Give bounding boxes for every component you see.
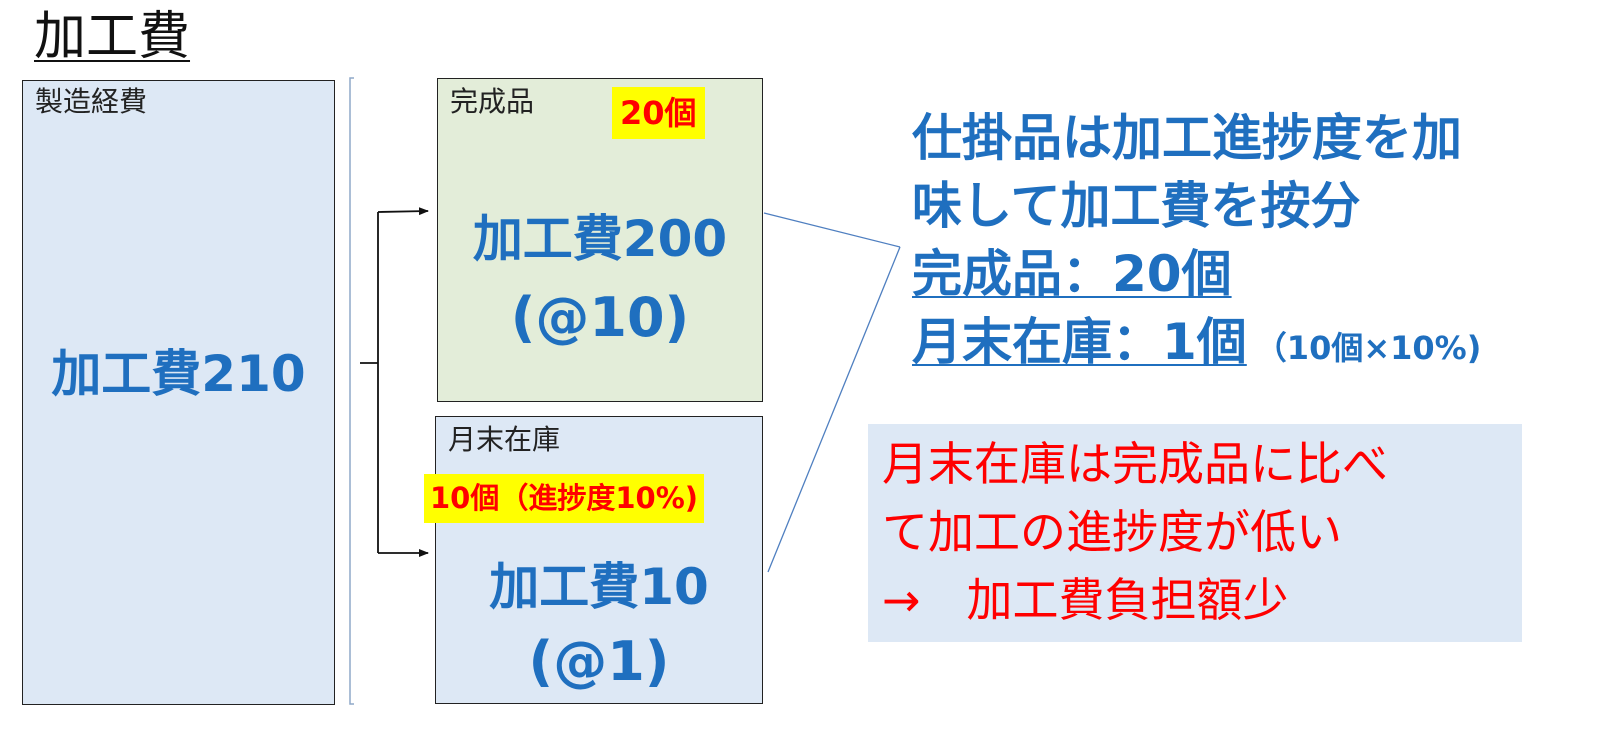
wip-unit-cost: (@1)	[528, 630, 670, 693]
source-box: 製造経費 加工費210	[22, 80, 335, 705]
finished-count-badge: 20個	[612, 87, 705, 139]
source-value: 加工費210	[51, 345, 306, 403]
source-label: 製造経費	[35, 85, 148, 118]
callout-line-4: 月末在庫：1個	[912, 313, 1247, 371]
finished-label: 完成品	[450, 85, 535, 118]
callout-pointer-top	[763, 212, 901, 248]
note-line-1: 月末在庫は完成品に比べ	[882, 437, 1388, 491]
callout-finished-count: 完成品：20個	[912, 244, 1232, 304]
note-box: 月末在庫は完成品に比べ て加工の進捗度が低い → 加工費負担額少	[868, 424, 1522, 642]
wip-count-badge: 10個（進捗度10%)	[424, 474, 705, 523]
finished-unit-cost: (@10)	[510, 286, 690, 349]
callout-line-3: 完成品：20個	[912, 245, 1232, 303]
note-line-3: → 加工費負担額少	[882, 573, 1289, 627]
page-title: 加工費	[34, 7, 191, 67]
arrow-to-finished	[377, 207, 429, 216]
wip-label: 月末在庫	[448, 423, 561, 456]
callout-line-2: 味して加工費を按分	[912, 177, 1361, 235]
note-line-2: て加工の進捗度が低い	[882, 505, 1342, 559]
finished-goods-box: 完成品 20個 加工費200 (@10)	[437, 78, 763, 402]
brace-line	[349, 77, 354, 705]
wip-value: 加工費10	[489, 558, 709, 616]
callout-line-1: 仕掛品は加工進捗度を加	[912, 109, 1462, 167]
callout-wip-count: 月末在庫：1個（10個×10%)	[912, 312, 1481, 384]
wip-box: 月末在庫 加工費10 (@1)	[435, 416, 763, 704]
finished-value: 加工費200	[472, 210, 728, 268]
callout-line-4-note: （10個×10%)	[1254, 329, 1482, 367]
